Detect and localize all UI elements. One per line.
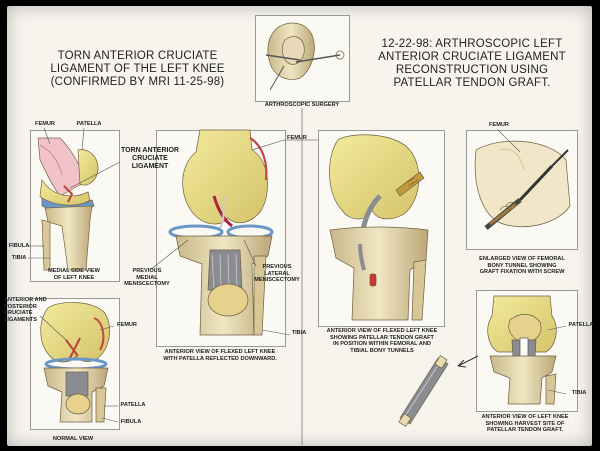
label-anterior-posterior-cruciate: ANTERIOR AND POSTERIOR CRUCIATE LIGAMENT… [4,297,47,323]
graft-position-knee [329,134,429,321]
label-fibula-medial: FIBULA [8,243,30,249]
caption-enlarged-view: ENLARGED VIEW OF FEMORAL BONY TUNNEL SHO… [479,256,565,276]
title-torn-acl: TORN ANTERIOR CRUCIATE LIGAMENT OF THE L… [50,50,225,88]
label-torn-acl: TORN ANTERIOR CRUCIATE LIGAMENT [121,147,179,170]
label-tibia-reflected: TIBIA [291,330,307,336]
caption-medial-side-view: MEDIAL SIDE VIEW OF LEFT KNEE [48,268,100,281]
label-previous-medial-meniscectomy: PREVIOUS MEDIAL MENISCECTOMY [124,268,170,288]
label-patella-harvest: PATELLA [568,322,594,328]
medial-side-knee [37,137,99,271]
normal-view-knee [40,302,111,423]
femoral-tunnel-closeup [474,140,571,230]
label-patella-normal: PATELLA [120,402,146,408]
label-fibula-normal: FIBULA [120,419,142,425]
caption-normal-view: NORMAL VIEW [52,436,94,442]
graft-arrow [457,355,479,368]
leader-lines [28,127,567,423]
label-arthroscopic-surgery: ARTHROSCOPIC SURGERY [264,102,340,108]
caption-harvest-site: ANTERIOR VIEW OF LEFT KNEE SHOWING HARVE… [481,414,569,434]
harvest-site-knee [487,295,557,405]
graft-strip [398,355,449,427]
label-femur-normal: FEMUR [117,322,137,328]
label-tibia-medial: TIBIA [11,255,27,261]
connector-lines [284,108,318,445]
reflected-patella-knee [168,129,274,336]
title-reconstruction: 12-22-98: ARTHROSCOPIC LEFT ANTERIOR CRU… [378,38,566,89]
label-patella-medial: PATELLA [76,121,102,127]
caption-anterior-graft: ANTERIOR VIEW OF FLEXED LEFT KNEE SHOWIN… [326,328,438,354]
label-previous-lateral-meniscectomy: PREVIOUS LATERAL MENISCECTOMY [254,264,300,284]
label-femur-reflected: FEMUR [287,135,307,141]
label-femur-medial: FEMUR [35,121,55,127]
label-femur-enlarged: FEMUR [489,122,509,128]
label-tibia-harvest: TIBIA [571,390,587,396]
caption-anterior-reflected: ANTERIOR VIEW OF FLEXED LEFT KNEE WITH P… [163,349,277,362]
arthroscopy-knee [265,22,345,91]
